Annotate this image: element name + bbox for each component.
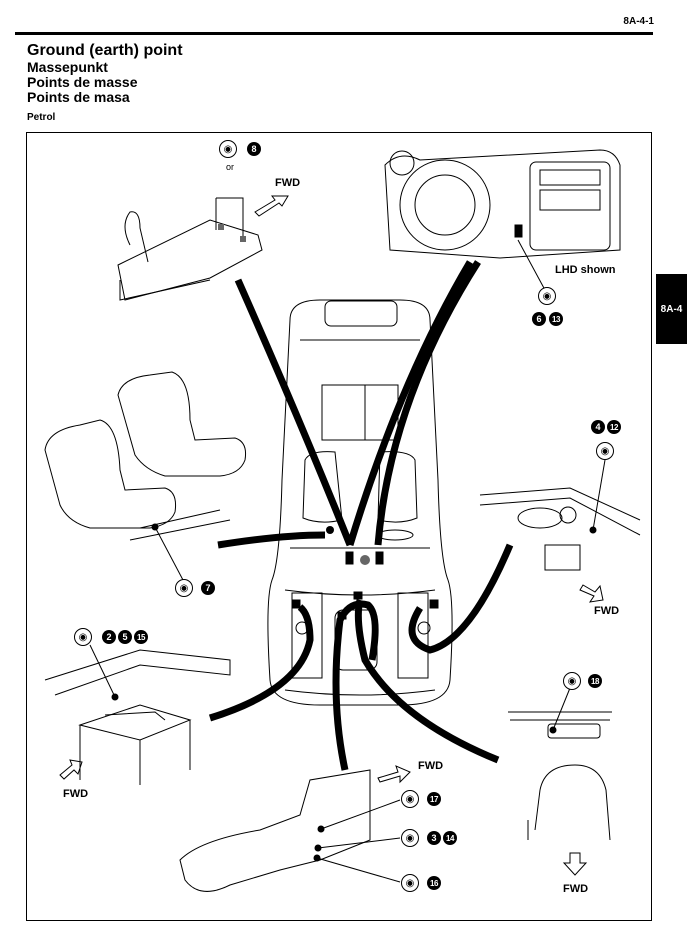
title-french: Points de masse	[27, 74, 138, 90]
fwd-label-battery: FWD	[63, 788, 89, 800]
ground-number-badge: 17	[427, 792, 441, 806]
multi-terminal-ground-icon: ◉	[74, 628, 92, 646]
header-rule	[15, 32, 653, 35]
shift-console	[117, 195, 289, 301]
fwd-label-console: FWD	[275, 177, 301, 189]
ground-number-badge: 8	[247, 142, 261, 156]
page-title: Ground (earth) point	[27, 42, 183, 59]
title-block: Ground (earth) point Massepunkt Points d…	[27, 42, 183, 105]
ground-number-badge: 5	[118, 630, 132, 644]
ground-number-badge: 15	[134, 630, 148, 644]
section-tab: 8A-4	[656, 274, 687, 344]
fwd-label-wiper: FWD	[594, 605, 620, 617]
seats	[44, 371, 246, 581]
terminal-ground-icon: ◉	[401, 829, 419, 847]
bolt-ground-icon: ◉	[401, 790, 419, 808]
battery	[44, 644, 231, 785]
ground-number-badge: 4	[591, 420, 605, 434]
title-spanish: Points de masa	[27, 89, 130, 105]
diagram-frame	[26, 132, 652, 921]
dashboard	[384, 149, 621, 291]
bolt-ground-icon: ◉	[538, 287, 556, 305]
ground-number-badge: 16	[427, 876, 441, 890]
ground-number-badge: 6	[532, 312, 546, 326]
terminal-ground-icon: ◉	[175, 579, 193, 597]
bolt-ground-icon: ◉	[219, 140, 237, 158]
ground-number-badge: 7	[201, 581, 215, 595]
variant-label: Petrol	[27, 112, 56, 123]
ground-number-badge: 13	[549, 312, 563, 326]
terminal-ground-icon: ◉	[401, 874, 419, 892]
rear-body	[508, 687, 612, 876]
terminal-ground-icon: ◉	[563, 672, 581, 690]
fwd-label-rear: FWD	[563, 883, 589, 895]
engine-assembly	[179, 765, 411, 892]
ground-number-badge: 12	[607, 420, 621, 434]
title-german: Massepunkt	[27, 59, 108, 75]
leader-curves	[208, 260, 514, 771]
ground-number-badge: 2	[102, 630, 116, 644]
fwd-label-engine: FWD	[418, 760, 444, 772]
lhd-label: LHD shown	[555, 264, 616, 276]
page-number: 8A-4-1	[623, 16, 654, 27]
ground-number-badge: 14	[443, 831, 457, 845]
vehicle-outline	[267, 299, 453, 706]
ground-number-badge: 3	[427, 831, 441, 845]
terminal-ground-icon: ◉	[596, 442, 614, 460]
wiper-motor	[479, 459, 641, 603]
or-label: or	[226, 162, 235, 172]
ground-number-badge: 18	[588, 674, 602, 688]
